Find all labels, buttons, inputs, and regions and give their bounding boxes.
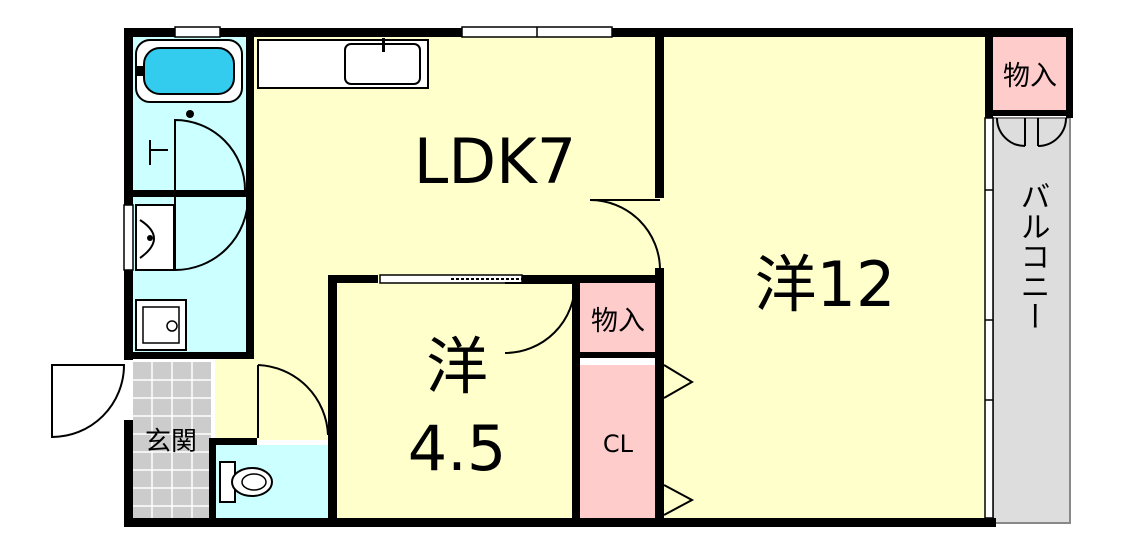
toilet-icon bbox=[219, 461, 273, 503]
room-label-storage-middle: 物入 bbox=[591, 306, 645, 337]
bathtub-icon bbox=[135, 39, 243, 118]
room-label-storage-top-right: 物入 bbox=[1003, 61, 1057, 92]
room-label-ldk: LDK7 bbox=[414, 125, 576, 198]
entrance-tile-floor bbox=[133, 362, 211, 520]
storage-top-right-floor bbox=[990, 35, 1070, 115]
room-label-western-small-line2: 4.5 bbox=[408, 412, 507, 485]
closet-door-icon bbox=[663, 364, 695, 516]
washing-machine-pan-icon bbox=[135, 299, 187, 351]
washbasin-icon bbox=[135, 204, 175, 271]
storage-middle-floor bbox=[580, 283, 658, 355]
room-label-western-large: 洋12 bbox=[755, 248, 896, 321]
western-small-floor bbox=[335, 283, 580, 520]
kitchen-sink-icon bbox=[257, 38, 429, 89]
room-label-balcony: バルコニー bbox=[1015, 181, 1050, 331]
windows bbox=[123, 26, 994, 519]
storage-door-icon bbox=[996, 117, 1067, 147]
room-label-western-small-line1: 洋 bbox=[426, 330, 488, 403]
room-label-closet: CL bbox=[603, 430, 634, 458]
closet-floor bbox=[580, 365, 658, 520]
balcony-floor bbox=[992, 117, 1071, 524]
western-large-floor bbox=[660, 35, 990, 520]
shower-tap-icon bbox=[149, 140, 168, 165]
room-label-entrance: 玄関 bbox=[145, 427, 197, 457]
door-swing-icon bbox=[51, 118, 661, 439]
